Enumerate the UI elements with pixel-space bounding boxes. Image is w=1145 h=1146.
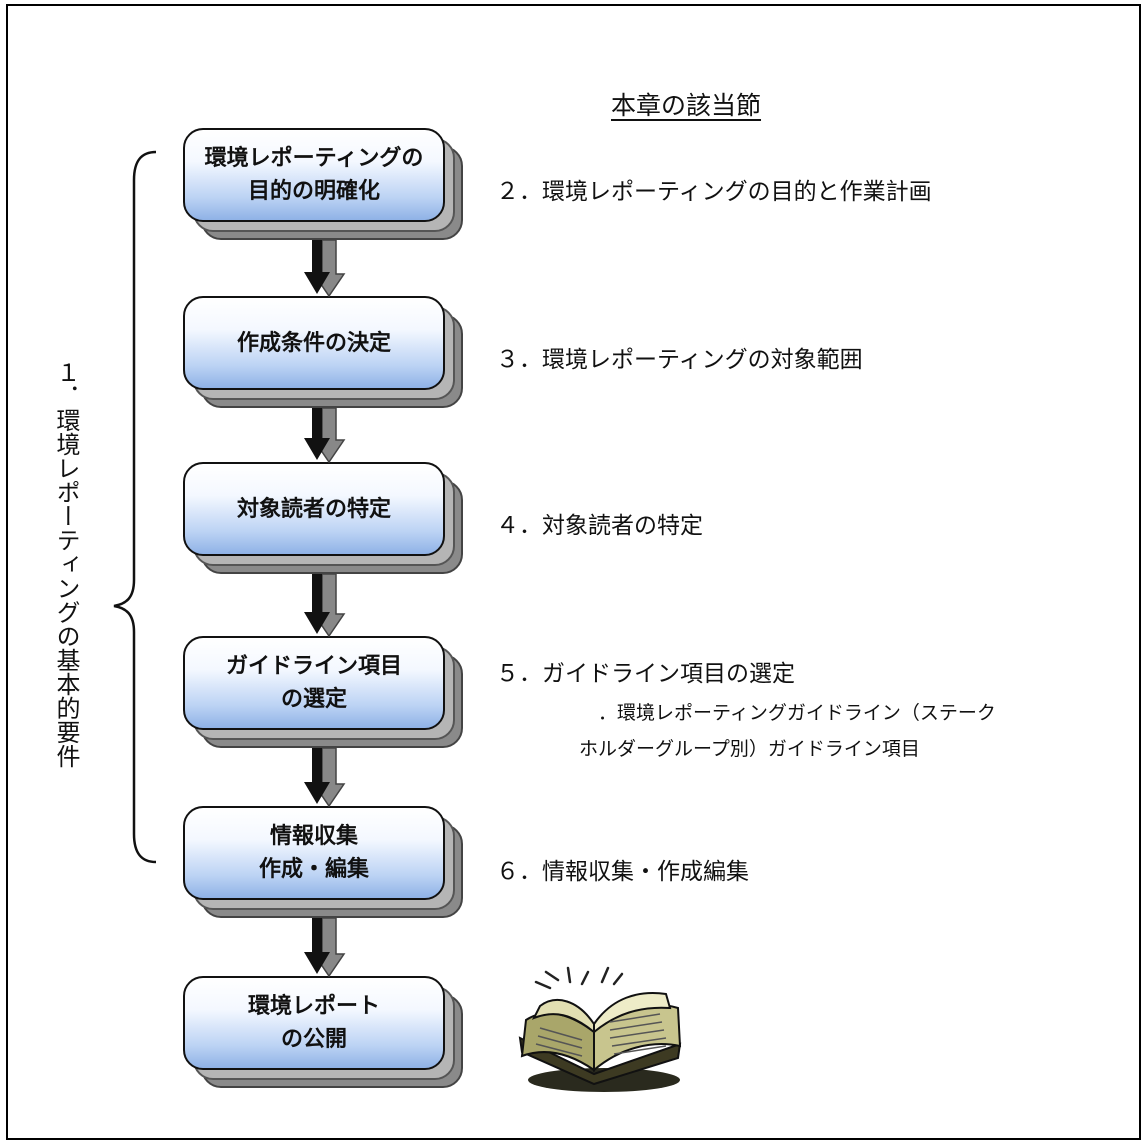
- section-subnote-line-2: ホルダーグループ別）ガイドライン項目: [579, 738, 920, 760]
- step-label: 環境レポーティングの: [204, 146, 424, 171]
- vertical-label: １．環境レポーティングの基本的要件: [52, 360, 80, 768]
- step-box: ガイドライン項目 の選定: [183, 636, 445, 730]
- step-box: 作成条件の決定: [183, 296, 445, 390]
- step-label: 作成条件の決定: [236, 330, 391, 356]
- step-label: ガイドライン項目: [225, 654, 402, 679]
- step-box: 情報収集 作成・編集: [183, 806, 445, 900]
- section-header: 本章の該当節: [611, 91, 762, 120]
- step-3: 対象読者の特定: [183, 462, 463, 574]
- step-2: 作成条件の決定: [183, 296, 463, 408]
- flow-arrow: [304, 917, 346, 978]
- step-label: 作成・編集: [258, 857, 369, 882]
- step-5: 情報収集 作成・編集: [183, 806, 463, 918]
- step-label: 情報収集: [269, 824, 358, 849]
- step-label: の選定: [280, 687, 347, 712]
- step-box: 環境レポート の公開: [183, 976, 445, 1070]
- flow-arrow: [304, 573, 346, 638]
- step-box: 対象読者の特定: [183, 462, 445, 556]
- step-1: 環境レポーティングの 目的の明確化: [183, 128, 463, 240]
- step-label: 環境レポート: [247, 994, 380, 1019]
- step-4: ガイドライン項目 の選定: [183, 636, 463, 748]
- section-ref-2: ２．環境レポーティングの目的と作業計画: [496, 179, 932, 205]
- step-box: 環境レポーティングの 目的の明確化: [183, 128, 445, 222]
- flow-arrow: [304, 407, 346, 464]
- step-label: 対象読者の特定: [236, 496, 391, 522]
- step-label: 目的の明確化: [247, 179, 380, 204]
- section-ref-5: ５．ガイドライン項目の選定: [496, 661, 795, 687]
- section-ref-6: ６．情報収集・作成編集: [496, 859, 749, 885]
- step-label: の公開: [280, 1027, 347, 1052]
- open-book-icon: [518, 966, 682, 1092]
- flow-arrow: [304, 239, 346, 298]
- section-ref-4: ４．対象読者の特定: [496, 513, 703, 539]
- step-6: 環境レポート の公開: [183, 976, 463, 1088]
- flow-arrow: [304, 747, 346, 808]
- section-ref-3: ３．環境レポーティングの対象範囲: [496, 347, 863, 373]
- section-subnote-line-1: ．環境レポーティングガイドライン（ステーク: [598, 702, 996, 724]
- left-brace: [113, 150, 157, 864]
